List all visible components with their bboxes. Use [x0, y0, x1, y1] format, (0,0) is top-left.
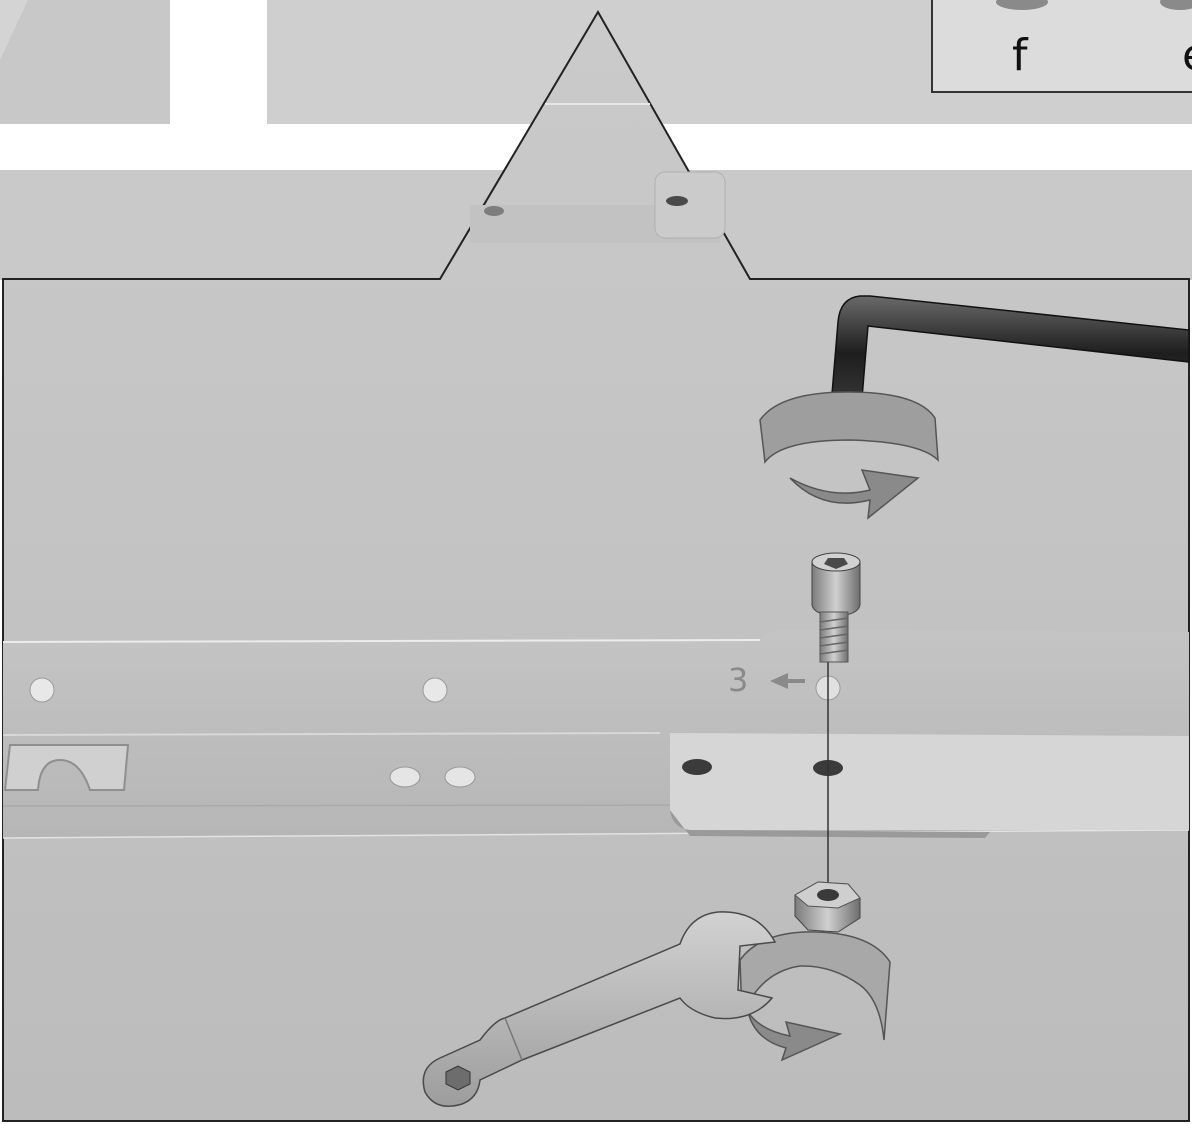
nut-icon — [795, 882, 860, 932]
rail-hole — [682, 759, 712, 775]
rail-hole — [390, 767, 420, 787]
triangle-hole-left — [484, 206, 504, 216]
parts-legend-box — [932, 0, 1192, 92]
rail-hole — [423, 678, 447, 702]
mounting-rail — [3, 630, 1189, 838]
rail-hole — [30, 678, 54, 702]
triangle-hole-right — [666, 196, 688, 206]
rail-hole — [445, 767, 475, 787]
